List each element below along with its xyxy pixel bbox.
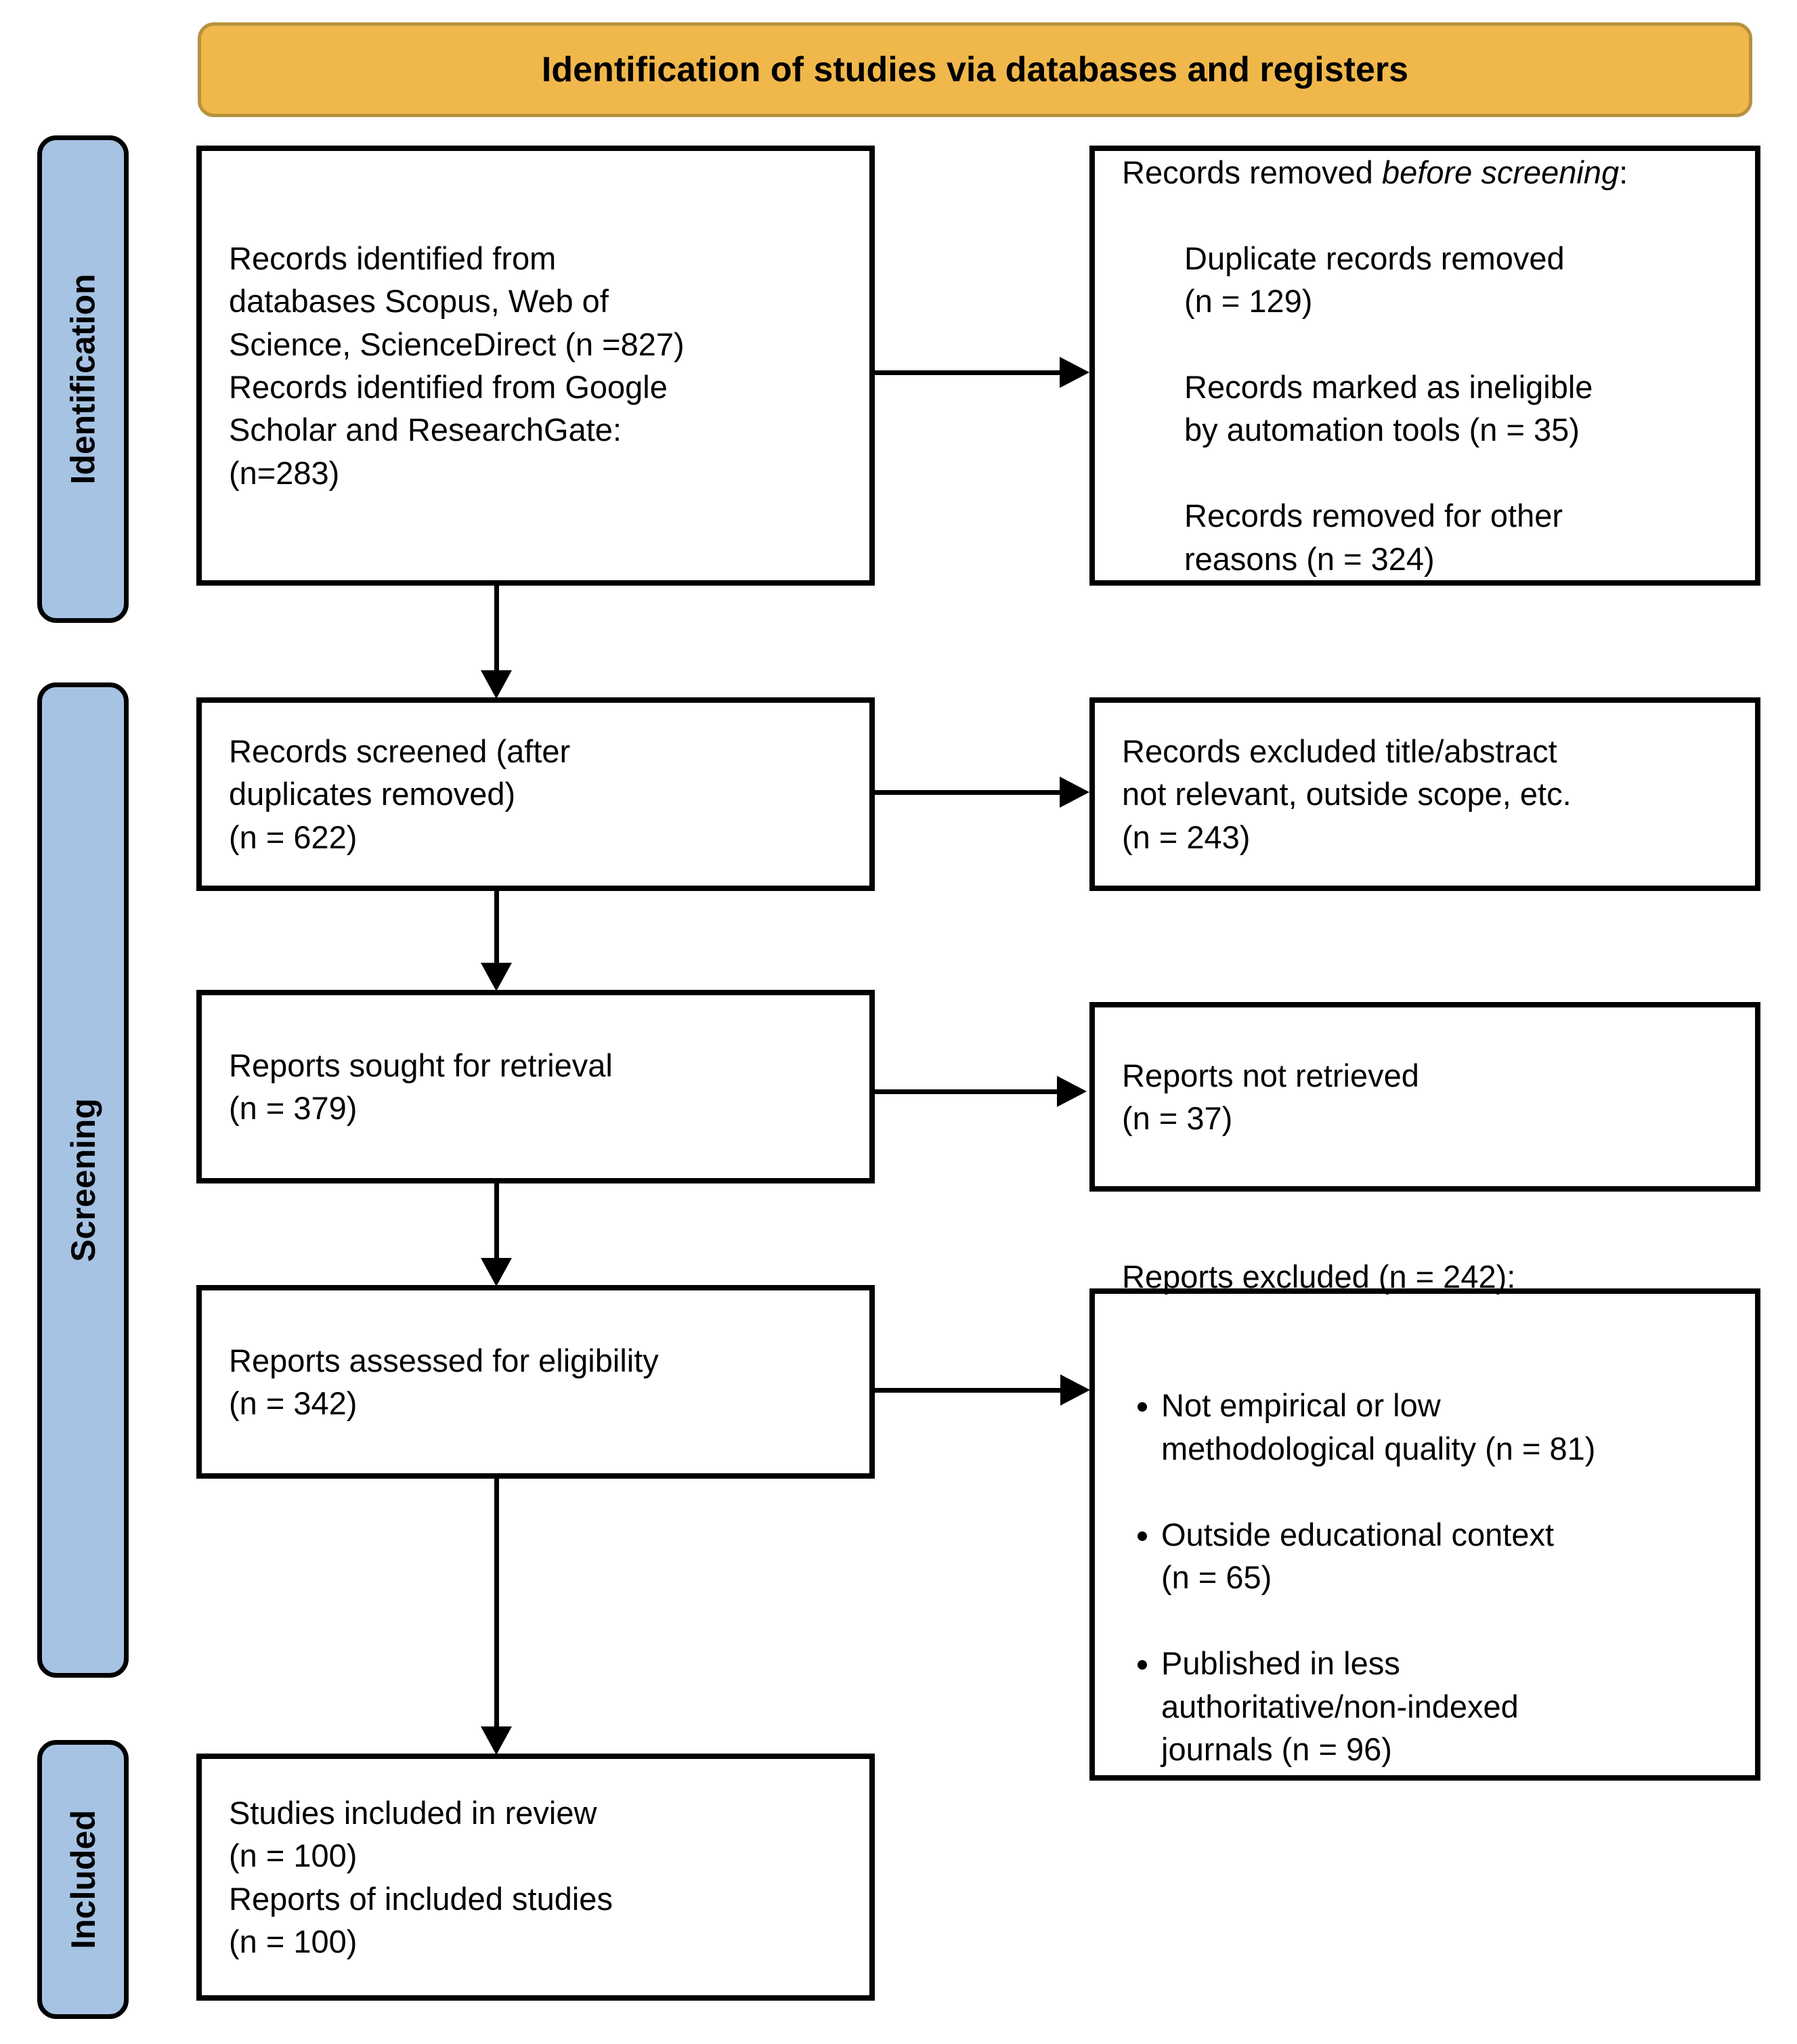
arrow-sought-to-assessed-line [494, 1183, 499, 1259]
box-reports-assessed: Reports assessed for eligibility (n = 34… [196, 1285, 875, 1479]
arrow-identified-to-removed-head [1060, 357, 1089, 388]
stage-label-included-text: Included [64, 1810, 102, 1949]
box-records-screened: Records screened (after duplicates remov… [196, 697, 875, 891]
arrow-screened-to-excluded-line [875, 790, 1062, 795]
box-records-excluded: Records excluded title/abstract not rele… [1089, 697, 1760, 891]
records-removed-lead-italic: before screening [1382, 154, 1620, 190]
stage-label-included: Included [37, 1740, 129, 2019]
arrow-screened-to-sought-head [481, 963, 512, 991]
arrow-identified-to-removed-line [875, 370, 1062, 375]
box-reports-sought-text: Reports sought for retrieval (n = 379) [229, 1047, 613, 1126]
excluded-reason-item: Not empirical or low methodological qual… [1161, 1384, 1595, 1470]
box-records-identified: Records identified from databases Scopus… [196, 146, 875, 586]
reports-excluded-title: Reports excluded (n = 242): [1122, 1259, 1516, 1295]
box-reports-excluded-text: Reports excluded (n = 242): Not empirica… [1122, 1213, 1595, 1857]
diagram-title: Identification of studies via databases … [541, 50, 1409, 89]
diagram-title-banner: Identification of studies via databases … [198, 22, 1752, 117]
arrow-identified-to-screened-head [481, 670, 512, 699]
box-studies-included-text: Studies included in review (n = 100) Rep… [229, 1794, 613, 1959]
arrow-sought-to-notretrieved-head [1057, 1076, 1087, 1107]
box-records-removed-text: Records removed before screening: Duplic… [1122, 108, 1628, 623]
arrow-assessed-to-included-line [494, 1479, 499, 1728]
arrow-sought-to-notretrieved-line [875, 1089, 1059, 1094]
reports-excluded-list: Not empirical or low methodological qual… [1122, 1341, 1595, 1814]
stage-label-identification: Identification [37, 135, 129, 623]
records-removed-item: Duplicate records removed (n = 129) [1184, 240, 1565, 320]
box-reports-not-retrieved: Reports not retrieved (n = 37) [1089, 1002, 1760, 1192]
records-removed-item: Records removed for other reasons (n = 3… [1184, 498, 1563, 577]
arrow-identified-to-screened-line [494, 586, 499, 672]
box-records-removed: Records removed before screening: Duplic… [1089, 146, 1760, 586]
box-reports-sought: Reports sought for retrieval (n = 379) [196, 990, 875, 1183]
excluded-reason-item: Published in less authoritative/non-inde… [1161, 1642, 1595, 1770]
box-reports-excluded: Reports excluded (n = 242): Not empirica… [1089, 1259, 1760, 1781]
box-records-screened-text: Records screened (after duplicates remov… [229, 733, 571, 855]
box-studies-included: Studies included in review (n = 100) Rep… [196, 1754, 875, 2001]
box-reports-not-retrieved-text: Reports not retrieved (n = 37) [1122, 1057, 1419, 1136]
box-reports-assessed-text: Reports assessed for eligibility (n = 34… [229, 1342, 659, 1421]
stage-label-identification-text: Identification [64, 274, 102, 485]
arrow-assessed-to-excluded-line [875, 1388, 1062, 1393]
records-removed-lead-plain: Records removed [1122, 154, 1382, 190]
stage-label-screening: Screening [37, 682, 129, 1678]
records-removed-lead: Records removed before screening: [1122, 151, 1628, 194]
box-records-identified-text: Records identified from databases Scopus… [229, 240, 685, 491]
box-records-excluded-text: Records excluded title/abstract not rele… [1122, 733, 1572, 855]
records-removed-item: Records marked as ineligible by automati… [1184, 369, 1593, 448]
arrow-screened-to-excluded-head [1060, 777, 1089, 808]
arrow-assessed-to-included-head [481, 1726, 512, 1755]
arrow-screened-to-sought-line [494, 891, 499, 964]
arrow-assessed-to-excluded-head [1060, 1374, 1090, 1406]
excluded-reason-item: Outside educational context (n = 65) [1161, 1513, 1595, 1599]
stage-label-screening-text: Screening [64, 1098, 102, 1262]
arrow-sought-to-assessed-head [481, 1258, 512, 1286]
records-removed-lead-colon: : [1619, 154, 1628, 190]
